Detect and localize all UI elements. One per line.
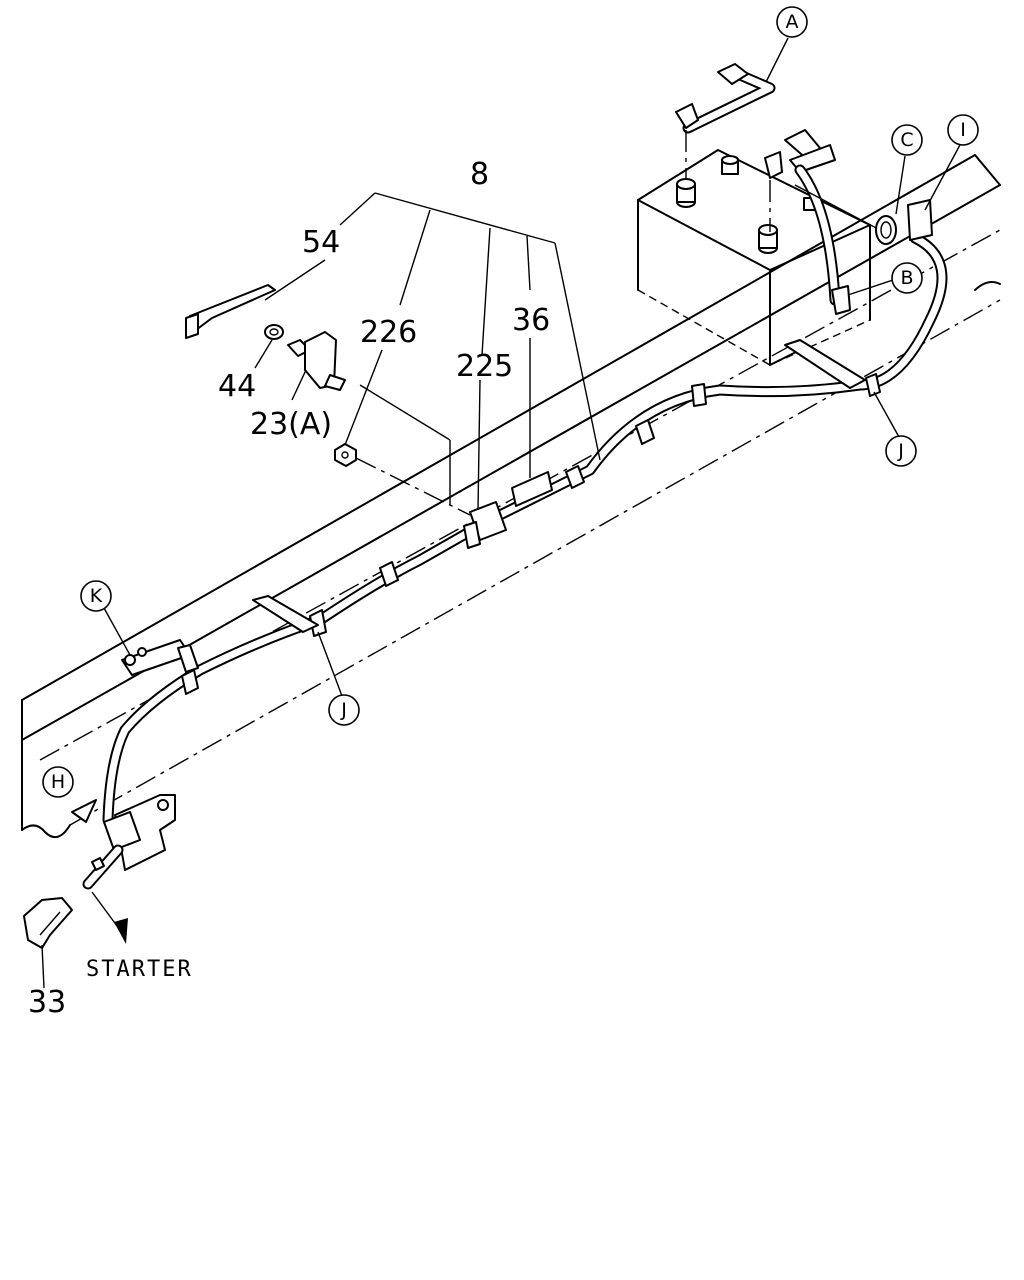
svg-text:J: J [897, 440, 904, 462]
battery-cable-a [675, 63, 776, 180]
starter-label: STARTER [86, 957, 193, 982]
rail-brackets [121, 339, 866, 676]
main-harness [102, 199, 948, 826]
ref-bubble-a: A [776, 6, 808, 38]
part-callouts: 8 54 226 225 36 44 23(A) 33 [28, 157, 550, 1020]
ref-bubble-b: B [891, 262, 923, 294]
callout-225: 225 [456, 349, 513, 384]
callout-33: 33 [28, 985, 66, 1020]
part-33-boot [23, 897, 73, 989]
callout-226: 226 [360, 315, 417, 350]
ref-bubble-k: K [80, 580, 112, 612]
starter-bracket [71, 794, 176, 944]
part-54-terminal [185, 284, 276, 339]
callout-23a: 23(A) [250, 407, 332, 442]
svg-text:H: H [51, 771, 65, 793]
ref-bubble-h: H [42, 766, 74, 798]
svg-text:A: A [786, 11, 799, 33]
svg-text:I: I [960, 119, 966, 141]
svg-text:C: C [900, 129, 913, 151]
frame-rail [21, 154, 1001, 839]
callout-8: 8 [470, 157, 489, 192]
svg-text:B: B [900, 267, 913, 289]
reference-bubbles: A C I B J J K H [42, 6, 979, 798]
svg-text:J: J [340, 699, 347, 721]
callout-36: 36 [512, 303, 550, 338]
part-23-bracket [287, 331, 346, 391]
terminal-cluster [764, 129, 881, 315]
ref-bubble-j-left: J [328, 694, 360, 726]
callout-54: 54 [302, 225, 340, 260]
part-44-nut [264, 324, 284, 340]
ref-bubble-i: I [947, 114, 979, 146]
ref-bubble-c: C [891, 124, 923, 156]
svg-text:K: K [90, 585, 103, 607]
callout-44: 44 [218, 369, 256, 404]
leader-lines [103, 37, 962, 697]
ref-bubble-j-right: J [885, 435, 917, 467]
